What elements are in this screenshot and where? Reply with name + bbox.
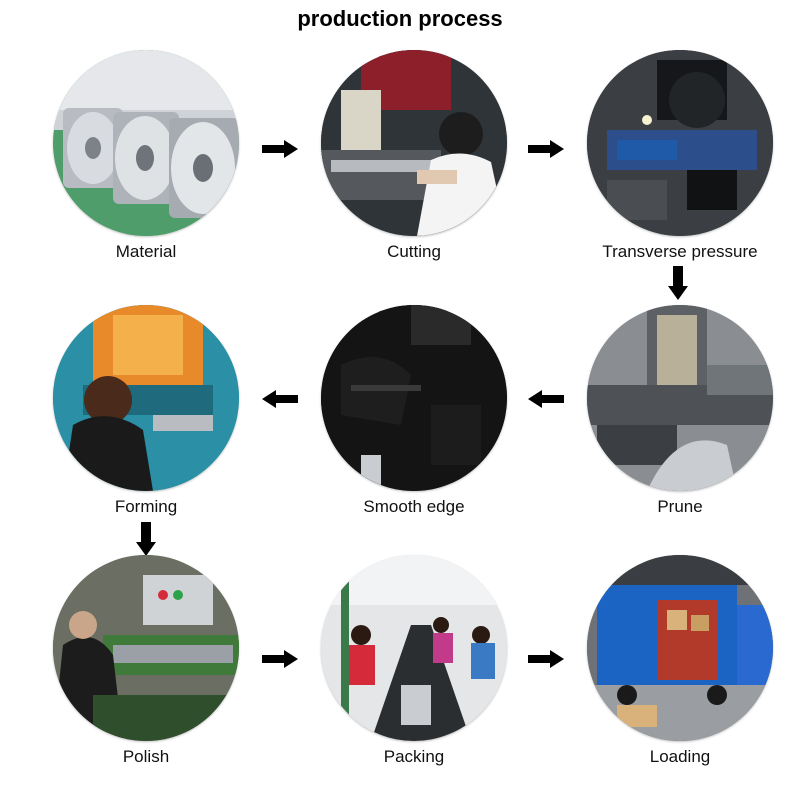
step-material: Material — [46, 50, 246, 262]
packing-photo — [321, 555, 507, 741]
step-smooth-edge: Smooth edge — [314, 305, 514, 517]
step-label: Cutting — [387, 242, 441, 261]
smooth-edge-photo — [321, 305, 507, 491]
step-label: Forming — [114, 497, 178, 516]
polish-photo — [53, 555, 239, 741]
arrow-down-icon — [136, 522, 156, 556]
arrow-left-icon — [262, 390, 298, 408]
arrow-right-icon — [262, 650, 298, 668]
step-transverse-pressure: Transverse pressure — [580, 50, 780, 262]
step-forming: Forming — [46, 305, 246, 517]
step-prune: Prune — [580, 305, 780, 517]
arrow-right-icon — [528, 140, 564, 158]
material-photo — [53, 50, 239, 236]
step-cutting: Cutting — [314, 50, 514, 262]
step-label: Smooth edge — [363, 497, 465, 516]
transverse-pressure-photo — [587, 50, 773, 236]
cutting-photo — [321, 50, 507, 236]
step-label: Material — [115, 242, 177, 261]
step-label: Prune — [657, 497, 703, 516]
forming-photo — [53, 305, 239, 491]
arrow-left-icon — [528, 390, 564, 408]
step-packing: Packing — [314, 555, 514, 767]
step-label: Polish — [122, 747, 170, 766]
arrow-down-icon — [668, 266, 688, 300]
arrow-right-icon — [528, 650, 564, 668]
arrow-right-icon — [262, 140, 298, 158]
step-polish: Polish — [46, 555, 246, 767]
step-loading: Loading — [580, 555, 780, 767]
step-label: Transverse pressure — [602, 242, 758, 261]
step-label: Packing — [383, 747, 445, 766]
loading-photo — [587, 555, 773, 741]
step-label: Loading — [649, 747, 711, 766]
prune-photo — [587, 305, 773, 491]
page-title: production process — [297, 6, 503, 31]
